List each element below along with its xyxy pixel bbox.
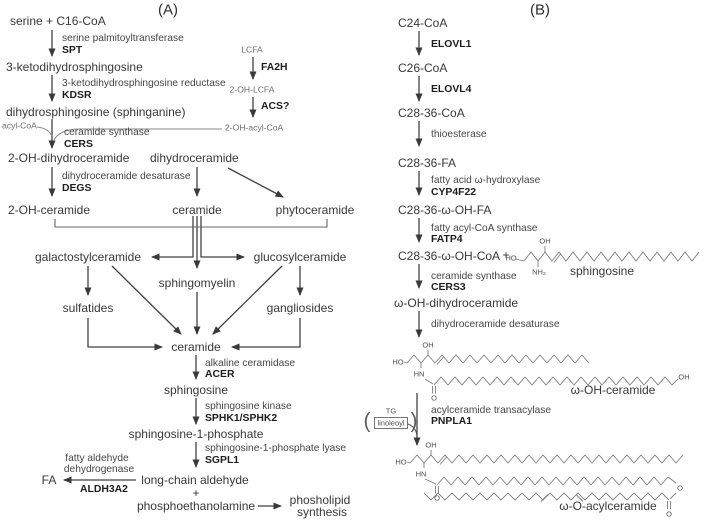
cofactor-2-oh-lcfa: 2-OH-LCFA (229, 84, 275, 95)
node-3-ketodihydrosphingosine: 3-ketodihydrosphingosine (6, 60, 143, 74)
node-dihydrosphingosine: dihydrosphingosine (sphinganine) (6, 105, 186, 119)
enzyme-cyp4f22-name: fatty acid ω-hydroxylase (431, 174, 541, 186)
enzyme-sgpl-name: sphingosine-1-phosphate lyase (205, 442, 347, 454)
gene-cyp4f22: CYP4F22 (431, 186, 477, 198)
sphingosine-structure-name: sphingosine (569, 264, 635, 278)
node-c28-36-coa: C28-36-CoA (398, 106, 465, 120)
o-acylceramide-ho-label: HO (395, 457, 407, 467)
node-sphingosine-1-phosphate: sphingosine-1-phosphate (128, 427, 264, 441)
sphingosine-oh-label: OH (539, 236, 551, 246)
o-acylceramide-oh-label: OH (425, 440, 437, 450)
gene-sphk: SPHK1/SPHK2 (205, 412, 278, 424)
panel-b-arrows (413, 31, 423, 446)
gene-spt: SPT (62, 44, 83, 56)
gene-acer: ACER (205, 368, 235, 380)
node-omega-oh-dihydroceramide: ω-OH-dihydroceramide (394, 296, 519, 310)
gene-cers: CERS (64, 138, 93, 150)
plus-sign-b: + (502, 248, 510, 262)
omega-oh-ceramide-structure (403, 350, 679, 394)
node-ceramide-2: ceramide (171, 340, 221, 354)
enzyme-cers-name: ceramide synthase (64, 126, 150, 138)
oh-ceramide-ho-label: HO (392, 357, 404, 367)
enzyme-des-b: dihydroceramide desaturase (431, 318, 560, 330)
enzyme-aldh-name-2: dehydrogenase (63, 463, 135, 475)
enzyme-thioesterase: thioesterase (431, 128, 487, 140)
node-phospholipid-synthesis-1: phosholipid (289, 493, 351, 507)
node-phospholipid-synthesis-2: synthesis (296, 505, 348, 519)
oh-ceramide-hn-label: HN (413, 369, 425, 379)
cofactor-curves (36, 126, 222, 141)
node-long-chain-aldehyde: long-chain aldehyde (141, 473, 249, 487)
gene-degs: DEGS (62, 182, 92, 194)
donor-paren-open: ( (363, 409, 371, 433)
donor-tg-label: TG (385, 406, 397, 416)
gene-sgpl: SGPL1 (205, 454, 240, 466)
node-c28-36-omega-oh-fa: C28-36-ω-OH-FA (398, 203, 492, 217)
gene-acs: ACS? (261, 100, 290, 112)
gene-elovl1: ELOVL1 (431, 38, 472, 50)
enzyme-aldh-name-1: fatty aldehyde (65, 452, 129, 464)
enzyme-kdsr-name: 3-ketodihydrosphingosine reductase (62, 77, 226, 89)
cofactor-2-oh-acyl-coa: 2-OH-acyl-CoA (225, 122, 284, 133)
node-c26-coa: C26-CoA (398, 61, 448, 75)
oh-ceramide-oh-end-label: OH (678, 372, 690, 382)
enzyme-cers3-name: ceramide synthase (431, 270, 517, 282)
node-2-oh-ceramide: 2-OH-ceramide (8, 203, 91, 217)
oh-ceramide-structure-name: ω-OH-ceramide (570, 383, 656, 397)
ceramide-bracket (54, 219, 328, 228)
node-phosphoethanolamine: phosphoethanolamine (136, 499, 256, 513)
gene-cers3: CERS3 (431, 281, 466, 293)
o-acylceramide-hn-label: HN (415, 469, 427, 479)
node-2-oh-dihydroceramide: 2-OH-dihydroceramide (8, 151, 130, 165)
donor-paren-close: ) (410, 409, 418, 433)
gene-pnpla1: PNPLA1 (431, 415, 472, 427)
cofactor-acyl-coa: acyl-CoA (2, 120, 37, 131)
enzyme-spt-name: serine palmitoyltransferase (62, 32, 184, 44)
panel-a-arrows (48, 30, 304, 510)
gene-fa2h: FA2H (261, 61, 288, 73)
node-glucosylceramide: glucosylceramide (253, 250, 347, 264)
gene-aldh3a2: ALDH3A2 (80, 483, 128, 495)
panel-a-title: (A) (158, 1, 178, 19)
o-acylceramide-o-ester-label: O (677, 483, 683, 493)
oh-ceramide-oh-label: OH (422, 340, 434, 350)
node-serine-c16-coa: serine + C16-CoA (10, 14, 106, 28)
node-c24-coa: C24-CoA (398, 16, 448, 30)
gene-elovl4: ELOVL4 (431, 83, 472, 95)
node-sulfatides: sulfatides (62, 301, 114, 315)
enzyme-sphk-name: sphingosine kinase (205, 400, 292, 412)
linoleoyl-box (374, 417, 418, 437)
omega-o-acylceramide-structure (406, 450, 684, 509)
o-acylceramide-o-amide-label: O (434, 493, 440, 503)
gene-fatp4: FATP4 (431, 233, 463, 245)
sphingosine-structure (515, 246, 700, 267)
enzyme-pnpla1-name: acylceramide transacylase (431, 404, 552, 416)
node-c28-36-omega-oh-coa: C28-36-ω-OH-CoA (398, 249, 501, 263)
node-sphingosine: sphingosine (163, 383, 229, 397)
node-sphingomyelin: sphingomyelin (158, 276, 236, 290)
panel-b-title: (B) (530, 1, 550, 19)
node-fa: FA (41, 473, 57, 487)
o-acylceramide-o-carbonyl-label: O (666, 509, 672, 519)
oh-ceramide-o-label: O (431, 393, 437, 403)
node-dihydroceramide: dihydroceramide (150, 151, 239, 165)
enzyme-degs-name: dihydroceramide desaturase (62, 170, 191, 182)
sphingosine-nh2-label: NH₂ (532, 267, 546, 277)
sphingosine-ho-label: HO (505, 253, 517, 263)
enzyme-acer-name: alkaline ceramidase (205, 357, 296, 369)
o-acylceramide-structure-name: ω-O-acylceramide (559, 499, 657, 513)
node-ceramide-1: ceramide (172, 203, 222, 217)
node-gangliosides: gangliosides (266, 301, 334, 315)
node-phytoceramide: phytoceramide (275, 203, 355, 217)
plus-sign-a: + (192, 486, 200, 500)
enzyme-fatp4-name: fatty acyl-CoA synthase (431, 222, 538, 234)
gene-kdsr: KDSR (62, 89, 92, 101)
cofactor-lcfa: LCFA (241, 44, 263, 55)
node-galactostylceramide: galactostylceramide (34, 250, 142, 264)
donor-linoleoyl-label: linoleoyl (377, 418, 405, 428)
node-c28-36-fa: C28-36-FA (398, 156, 457, 170)
